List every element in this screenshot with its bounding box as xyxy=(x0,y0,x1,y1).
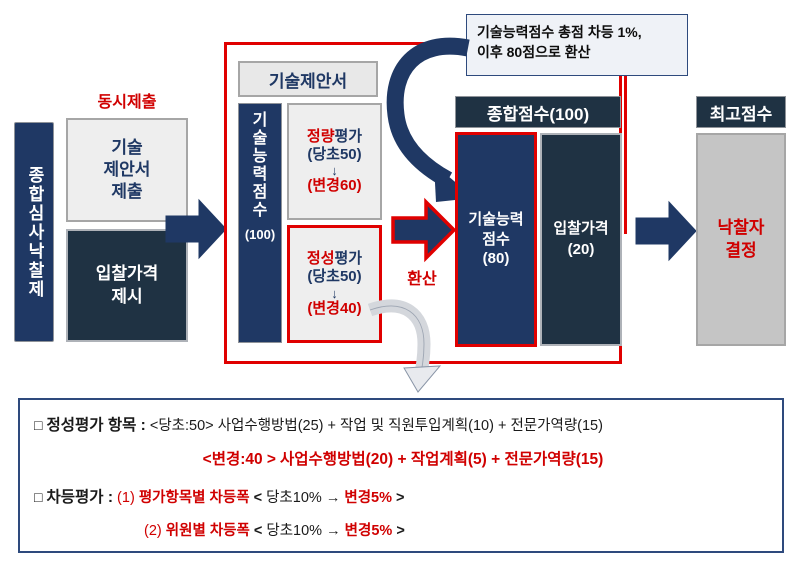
tech-proposal-header: 기술제안서 xyxy=(238,61,378,97)
notes-gt-4: > xyxy=(396,523,405,539)
quantitative-title-rest: 평가 xyxy=(334,127,363,145)
notes-bullet-1: □ xyxy=(34,417,43,433)
notes-changed-4: 변경5% xyxy=(344,523,393,539)
notes-label-3: 차등평가 : xyxy=(46,489,114,506)
tech-proposal-submit-line-2: 제안서 xyxy=(103,159,151,179)
bid-price-submit-box: 입찰가격 제시 xyxy=(66,229,188,342)
simultaneous-submit-label: 동시제출 xyxy=(97,94,157,111)
notes-num-4: (2) xyxy=(144,523,162,539)
tech-proposal-submit-line-1: 기술 xyxy=(111,137,143,157)
callout-line-1: 기술능력점수 총점 차등 1%, xyxy=(477,24,642,40)
tech-score-char-2: 술 xyxy=(252,129,268,147)
callout-box: 기술능력점수 총점 차등 1%, 이후 80점으로 환산 xyxy=(466,14,688,76)
tech-proposal-submit-box: 기술 제안서 제출 xyxy=(66,118,188,222)
notes-orig-4: 당초10% xyxy=(266,523,323,539)
notes-line-1: □ 정성평가 항목 : <당초:50> 사업수행방법(25) + 작업 및 직원… xyxy=(34,418,603,434)
notes-body-1: 사업수행방법(25) + 작업 및 직원투입계획(10) + 전문가역량(15) xyxy=(217,418,603,434)
winner-decision-line-2: 결정 xyxy=(725,240,757,260)
notes-arrow-3: → xyxy=(325,490,341,506)
quantitative-changed: (변경60) xyxy=(307,177,362,195)
notes-bullet-3: □ xyxy=(34,489,43,505)
tech-proposal-submit-line-3: 제출 xyxy=(111,182,143,202)
notes-orig-3: 당초10% xyxy=(266,490,322,506)
notes-item-4: 위원별 차등폭 xyxy=(165,523,250,539)
tech-score-result-line-1: 기술능력 xyxy=(468,211,524,229)
quantitative-title-red: 정량 xyxy=(306,127,335,145)
qualitative-original: (당초50) xyxy=(307,268,362,286)
callout-connector-line xyxy=(624,74,627,234)
bid-price-submit-line-1: 입찰가격 xyxy=(95,263,159,283)
bid-price-result-line-1: 입찰가격 xyxy=(553,220,609,238)
arrow-conversion xyxy=(390,196,458,264)
quantitative-original: (당초50) xyxy=(307,145,362,163)
tech-score-char-1: 기 xyxy=(252,112,268,129)
highest-score-header: 최고점수 xyxy=(696,96,786,128)
callout-line-2: 이후 80점으로 환산 xyxy=(477,44,591,61)
tech-capability-score-bar: 기 술 능 력 점 수 (100) xyxy=(238,103,282,343)
tech-score-char-5: 점 xyxy=(252,183,268,201)
notes-orig-tag-1: <당초:50> xyxy=(149,418,214,434)
stage1-side-label: 종합심사낙찰제 xyxy=(14,122,54,342)
notes-gt-3: > xyxy=(396,490,405,506)
notes-changed-3: 변경5% xyxy=(344,490,392,506)
qualitative-arrow-icon: ↓ xyxy=(331,285,338,301)
notes-lt-4: < xyxy=(253,523,263,539)
notes-line-2: <변경:40 > 사업수행방법(20) + 작업계획(5) + 전문가역량(15… xyxy=(20,452,786,468)
notes-body-2: 사업수행방법(20) + 작업계획(5) + 전문가역량(15) xyxy=(280,451,604,468)
notes-line-3: □ 차등평가 : (1) 평가항목별 차등폭 < 당초10% → 변경5% > xyxy=(34,490,405,506)
total-score-header: 종합점수(100) xyxy=(455,96,621,128)
arrow-stage3-to-stage4 xyxy=(635,198,698,264)
qualitative-changed: (변경40) xyxy=(307,299,362,317)
notes-num-3: (1) xyxy=(117,490,135,506)
tech-score-char-4: 력 xyxy=(252,165,268,183)
tech-score-total: (100) xyxy=(244,227,276,243)
notes-lt-3: < xyxy=(253,490,263,506)
qualitative-detail-curved-arrow xyxy=(352,292,462,396)
notes-item-3: 평가항목별 차등폭 xyxy=(138,490,250,506)
winner-decision-box: 낙찰자 결정 xyxy=(696,133,786,346)
tech-score-result-line-3: (80) xyxy=(482,250,510,268)
notes-panel: □ 정성평가 항목 : <당초:50> 사업수행방법(25) + 작업 및 직원… xyxy=(18,398,784,553)
qualitative-evaluation-box: 정성평가 (당초50) ↓ (변경40) xyxy=(287,225,382,343)
bid-price-submit-line-2: 제시 xyxy=(111,286,143,306)
notes-arrow-4: → xyxy=(326,523,341,539)
notes-changed-tag-2: <변경:40 > xyxy=(202,451,276,468)
bid-price-result-box: 입찰가격 (20) xyxy=(540,133,622,346)
bid-price-result-line-2: (20) xyxy=(567,240,595,258)
winner-decision-line-1: 낙찰자 xyxy=(717,217,765,237)
conversion-label: 환산 xyxy=(407,271,437,288)
qualitative-title-red: 정성 xyxy=(306,250,335,268)
notes-label-1: 정성평가 항목 : xyxy=(46,417,146,434)
tech-score-char-3: 능 xyxy=(252,147,268,165)
qualitative-title-rest: 평가 xyxy=(334,250,363,268)
tech-score-result-line-2: 점수 xyxy=(482,230,510,248)
notes-line-4: (2) 위원별 차등폭 < 당초10% → 변경5% > xyxy=(144,524,405,539)
quantitative-evaluation-box: 정량평가 (당초50) ↓ (변경60) xyxy=(287,103,382,220)
quantitative-title: 정량평가 xyxy=(307,128,362,146)
tech-score-result-box: 기술능력 점수 (80) xyxy=(455,132,537,347)
tech-score-char-6: 수 xyxy=(252,201,268,219)
arrow-stage1-to-stage2 xyxy=(165,196,228,262)
quantitative-arrow-icon: ↓ xyxy=(331,163,338,179)
qualitative-title: 정성평가 xyxy=(307,250,362,268)
